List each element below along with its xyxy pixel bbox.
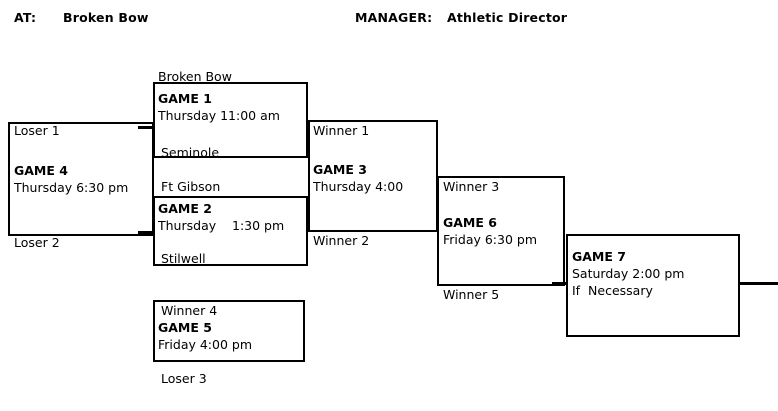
- game2-schedule: Thursday 1:30 pm: [158, 218, 285, 233]
- connector-game4-to-game2: [138, 231, 154, 234]
- game4-bottom-entrant: Loser 2: [14, 235, 60, 250]
- game1-top-entrant: Broken Bow: [158, 69, 232, 84]
- game2-top-entrant: Ft Gibson: [161, 179, 221, 194]
- game1-box: [153, 82, 308, 158]
- manager-value: Athletic Director: [447, 10, 568, 25]
- game3-top-entrant: Winner 1: [313, 123, 370, 138]
- game2-name: GAME 2: [158, 201, 212, 216]
- at-label: AT:: [14, 10, 37, 25]
- game3-bottom-entrant: Winner 2: [313, 233, 370, 248]
- game7-note: If Necessary: [572, 283, 653, 298]
- game7-name: GAME 7: [572, 249, 626, 264]
- game6-schedule: Friday 6:30 pm: [443, 232, 538, 247]
- game7-schedule: Saturday 2:00 pm: [572, 266, 685, 281]
- game1-name: GAME 1: [158, 91, 212, 106]
- game4-name: GAME 4: [14, 163, 68, 178]
- game5-top-entrant: Winner 4: [161, 303, 218, 318]
- game4-box: [8, 122, 154, 236]
- game6-name: GAME 6: [443, 215, 497, 230]
- game6-top-entrant: Winner 3: [443, 179, 500, 194]
- game2-box: [153, 196, 308, 266]
- game6-bottom-entrant: Winner 5: [443, 287, 500, 302]
- game1-schedule: Thursday 11:00 am: [158, 108, 280, 123]
- game1-bottom-entrant: Seminole: [161, 145, 220, 160]
- game7-box: [566, 234, 740, 337]
- game4-top-entrant: Loser 1: [14, 123, 60, 138]
- connector-game7-champion: [739, 282, 778, 285]
- at-value: Broken Bow: [63, 10, 149, 25]
- connector-game4-to-game1: [138, 126, 154, 129]
- connector-game6-to-game7: [552, 282, 568, 285]
- game4-schedule: Thursday 6:30 pm: [14, 180, 129, 195]
- game3-schedule: Thursday 4:00: [313, 179, 404, 194]
- game5-schedule: Friday 4:00 pm: [158, 337, 253, 352]
- manager-label: MANAGER:: [355, 10, 433, 25]
- game5-name: GAME 5: [158, 320, 212, 335]
- game5-box: [153, 300, 305, 362]
- game6-box: [437, 176, 565, 286]
- game3-name: GAME 3: [313, 162, 367, 177]
- game5-bottom-entrant: Loser 3: [161, 371, 207, 386]
- game2-bottom-entrant: Stilwell: [161, 251, 206, 266]
